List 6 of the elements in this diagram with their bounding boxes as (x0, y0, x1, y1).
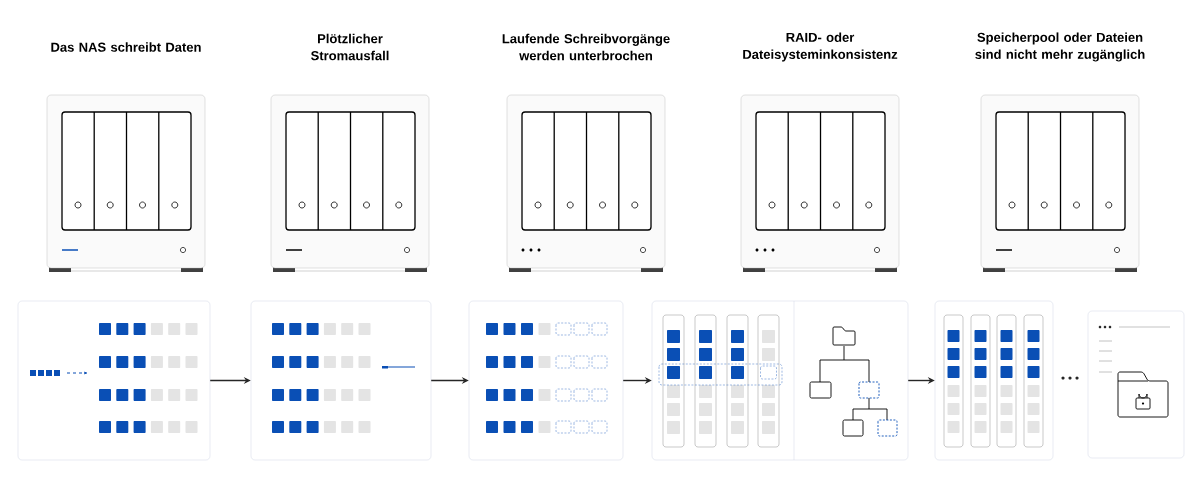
step-heading: RAID- oder Dateisysteminkonsistenz (743, 32, 898, 62)
panel (1087, 310, 1185, 459)
step-heading: Das NAS schreibt Daten (51, 42, 201, 52)
step-heading: Speicherpool oder Dateien sind nicht mehr zugänglich (975, 32, 1145, 62)
step-heading: Plötzlicher Stromausfall (311, 33, 389, 61)
step-heading: Laufende Schreibvorgänge werden unterbrochen (502, 33, 670, 61)
